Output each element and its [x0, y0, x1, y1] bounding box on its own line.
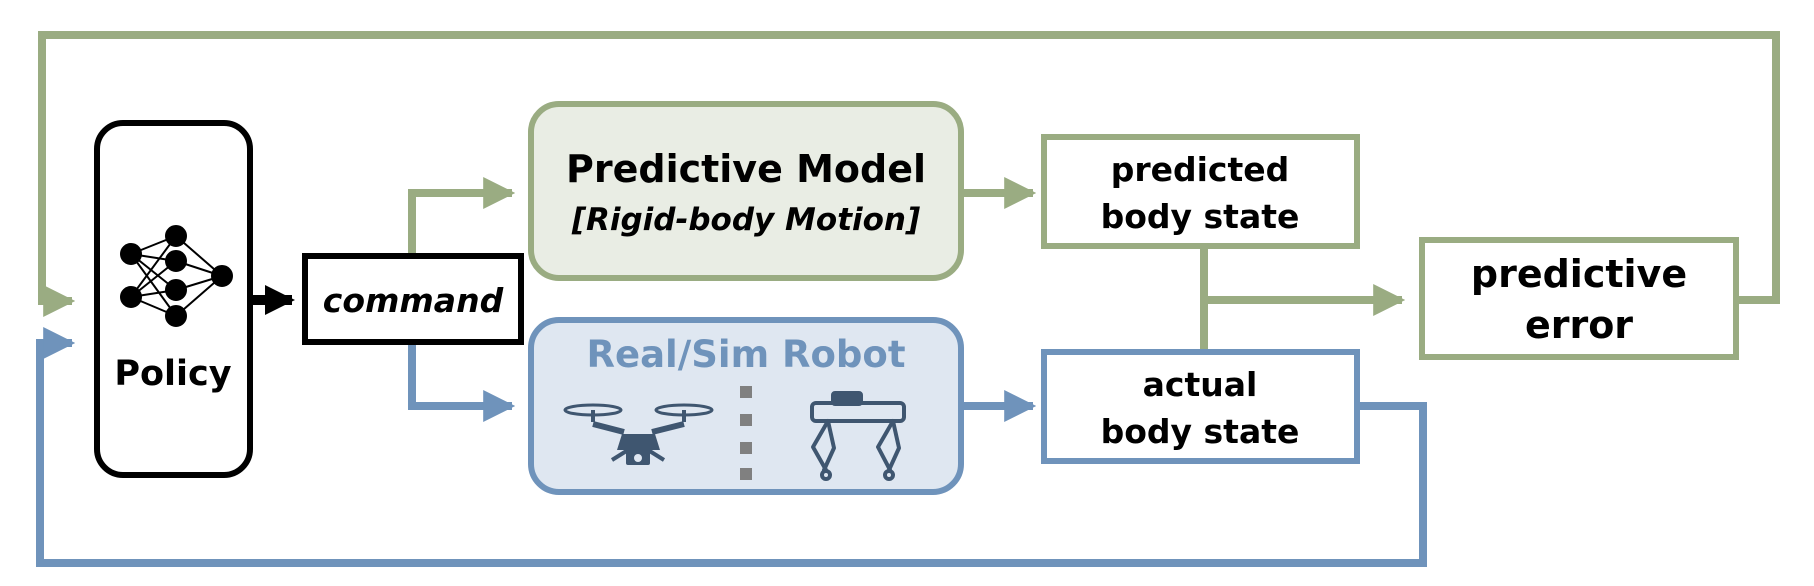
predicted-state-line1: predicted [1111, 150, 1290, 189]
drone-icon [563, 403, 714, 465]
command-to-model-arrow [408, 177, 516, 255]
policy-label: Policy [114, 354, 231, 394]
command-label: command [323, 281, 504, 320]
predicted-state-line2: body state [1101, 197, 1300, 236]
actual-state-line2: body state [1101, 412, 1300, 451]
command-to-robot-arrow [408, 343, 516, 422]
policy-box: Policy [94, 120, 253, 478]
separator-dots [740, 386, 752, 480]
robot-title: Real/Sim Robot [586, 333, 905, 376]
predictive-model-title: Predictive Model [566, 147, 926, 191]
predictive-model-subtitle: [Rigid-body Motion] [571, 202, 920, 238]
actual-state-feedback-loop [36, 327, 1427, 567]
actual-state-line1: actual [1143, 365, 1258, 404]
predictive-error-line1: predictive [1471, 252, 1687, 296]
predictive-error-feedback-loop [38, 31, 1780, 317]
predictive-model-box: Predictive Model [Rigid-body Motion] [528, 101, 964, 281]
neural-network-icon [120, 225, 233, 327]
robot-box: Real/Sim Robot [528, 317, 964, 495]
command-box: command [302, 253, 524, 345]
predictive-error-box: predictive error [1419, 237, 1739, 360]
predictive-error-line2: error [1525, 303, 1633, 347]
actual-body-state-box: actual body state [1041, 349, 1360, 464]
predicted-body-state-box: predicted body state [1041, 134, 1360, 249]
quadruped-robot-icon [810, 391, 906, 481]
